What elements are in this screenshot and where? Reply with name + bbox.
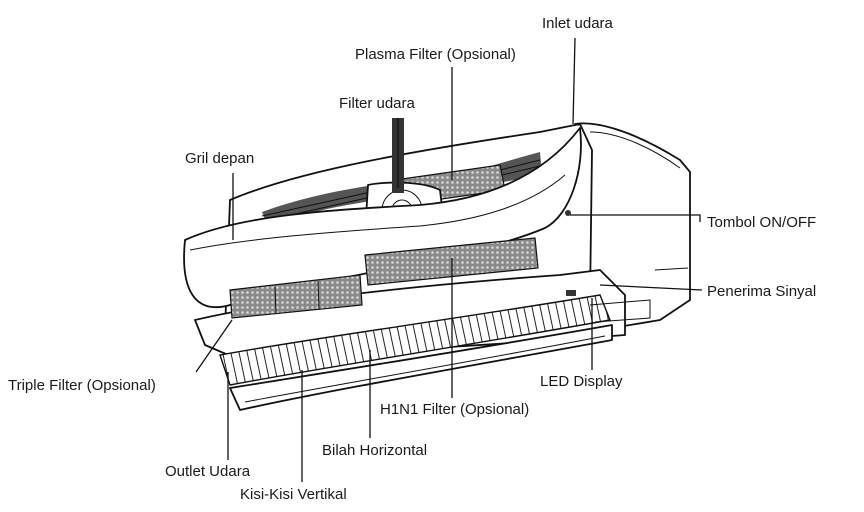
label-filter-udara: Filter udara [339, 95, 416, 112]
ac-unit-illustration [183, 118, 691, 411]
leader-tombol [570, 214, 701, 222]
label-bilah-horizontal: Bilah Horizontal [322, 442, 427, 459]
label-inlet-udara: Inlet udara [542, 15, 614, 32]
label-tombol-on-off: Tombol ON/OFF [707, 214, 816, 231]
leader-penerima [599, 284, 703, 291]
leader-lines [195, 37, 703, 482]
leader-inlet-udara [572, 37, 576, 125]
labels: Inlet udara Plasma Filter (Opsional) Fil… [8, 15, 816, 503]
label-gril-depan: Gril depan [185, 150, 254, 167]
label-h1n1-filter: H1N1 Filter (Opsional) [380, 401, 529, 418]
label-penerima-sinyal: Penerima Sinyal [707, 283, 816, 300]
label-triple-filter: Triple Filter (Opsional) [8, 377, 156, 394]
label-plasma-filter: Plasma Filter (Opsional) [355, 46, 516, 63]
label-outlet-udara: Outlet Udara [165, 463, 251, 480]
leader-triple [195, 319, 233, 373]
label-kisi-vertikal: Kisi-Kisi Vertikal [240, 486, 347, 503]
label-led-display: LED Display [540, 373, 623, 390]
